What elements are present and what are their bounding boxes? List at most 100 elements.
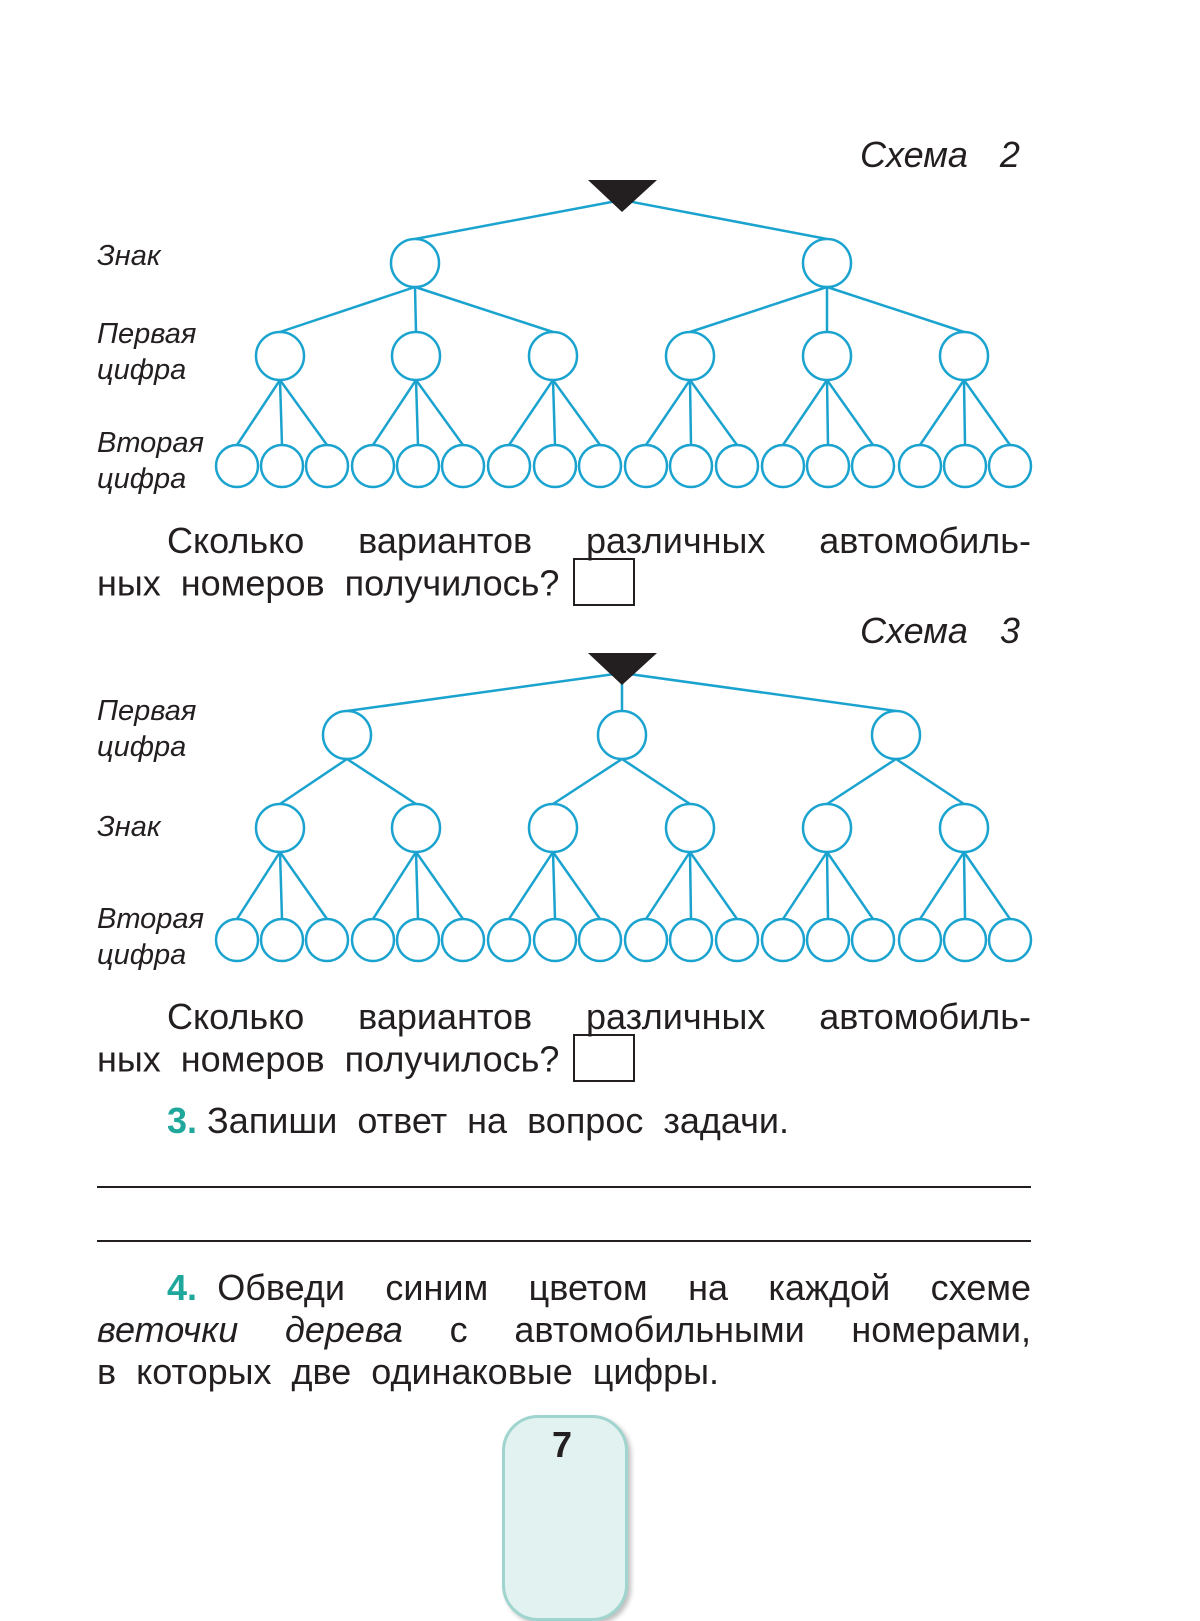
- branch-line: [278, 851, 284, 920]
- tree-node-leaf[interactable]: [942, 917, 988, 963]
- branch-line: [644, 379, 692, 446]
- tree-node-leaf[interactable]: [304, 917, 350, 963]
- branch-line: [235, 851, 282, 920]
- task-4-line-2: веточки дерева с автомобильными номерами…: [97, 1309, 1031, 1351]
- tree-node-leaf[interactable]: [577, 443, 623, 489]
- tree-node-leaf[interactable]: [486, 443, 532, 489]
- tree-node-leaf[interactable]: [623, 443, 669, 489]
- scheme-3-title: Схема 3: [860, 610, 1020, 651]
- tree-node-leaf[interactable]: [440, 917, 486, 963]
- tree-node-level-1[interactable]: [389, 237, 441, 289]
- tree-node-level-2[interactable]: [390, 802, 442, 854]
- tree-node-leaf[interactable]: [623, 917, 669, 963]
- branch-line: [895, 757, 965, 806]
- branch-line: [621, 198, 828, 241]
- branch-line: [962, 851, 967, 920]
- tree-node-leaf[interactable]: [942, 443, 988, 489]
- tree-node-leaf[interactable]: [897, 917, 943, 963]
- branch-line: [414, 379, 465, 446]
- branch-line: [414, 198, 623, 241]
- tree-node-leaf[interactable]: [987, 917, 1033, 963]
- tree-node-leaf[interactable]: [350, 917, 396, 963]
- branch-line: [551, 851, 557, 920]
- scheme-3-label-sign: Знак: [97, 811, 161, 843]
- tree-node-level-2[interactable]: [390, 330, 442, 382]
- tree-node-leaf[interactable]: [577, 917, 623, 963]
- tree-node-level-1[interactable]: [321, 709, 373, 761]
- tree-node-leaf[interactable]: [760, 443, 806, 489]
- tree-node-level-2[interactable]: [254, 330, 306, 382]
- tree-node-leaf[interactable]: [805, 443, 851, 489]
- branch-line: [621, 671, 897, 713]
- task-3-text: Запиши ответ на вопрос задачи.: [207, 1100, 789, 1141]
- root-triangle: [588, 180, 657, 212]
- branch-line: [825, 379, 875, 446]
- branch-line: [414, 851, 465, 920]
- tree-node-leaf[interactable]: [259, 917, 305, 963]
- scheme-3-answer-box[interactable]: [573, 1034, 636, 1082]
- tree-node-leaf[interactable]: [214, 917, 260, 963]
- branch-line: [371, 851, 418, 920]
- tree-node-leaf[interactable]: [805, 917, 851, 963]
- question-word: вариантов: [358, 520, 533, 561]
- question-word: автомобиль-: [819, 520, 1031, 561]
- tree-node-leaf[interactable]: [395, 443, 441, 489]
- tree-node-level-2[interactable]: [664, 330, 716, 382]
- answer-line-2[interactable]: [97, 1240, 1031, 1242]
- tree-node-leaf[interactable]: [760, 917, 806, 963]
- tree-node-leaf[interactable]: [714, 443, 760, 489]
- branch-line: [346, 757, 417, 806]
- question-word: автомобиль-: [819, 996, 1031, 1037]
- tree-node-leaf[interactable]: [532, 917, 578, 963]
- tree-node-level-2[interactable]: [801, 330, 853, 382]
- task-4-line-1-text: Обведи синим цветом на каждой схеме: [217, 1267, 1031, 1308]
- tree-node-leaf[interactable]: [440, 443, 486, 489]
- branch-line: [413, 286, 418, 333]
- branch-line: [278, 379, 329, 446]
- tree-node-leaf[interactable]: [668, 917, 714, 963]
- tree-node-leaf[interactable]: [897, 443, 943, 489]
- scheme-3-question-line-1: Сколько вариантов различных автомобиль-: [97, 996, 1031, 1038]
- scheme-2-question-line-1: Сколько вариантов различных автомобиль-: [97, 520, 1031, 562]
- tree-node-level-1[interactable]: [596, 709, 648, 761]
- branch-line: [825, 851, 875, 920]
- tree-node-leaf[interactable]: [304, 443, 350, 489]
- tree-node-level-2[interactable]: [938, 330, 990, 382]
- branch-line: [235, 379, 282, 446]
- tree-node-level-2[interactable]: [527, 802, 579, 854]
- tree-node-leaf[interactable]: [987, 443, 1033, 489]
- answer-line-1[interactable]: [97, 1186, 1031, 1188]
- scheme-3-question-line-2: ных номеров получилось?: [97, 1034, 1031, 1086]
- tree-node-level-2[interactable]: [527, 330, 579, 382]
- tree-node-level-2[interactable]: [664, 802, 716, 854]
- branch-line: [551, 379, 557, 446]
- tree-node-leaf[interactable]: [668, 443, 714, 489]
- tree-node-leaf[interactable]: [714, 917, 760, 963]
- tree-node-leaf[interactable]: [532, 443, 578, 489]
- branch-line: [689, 285, 828, 334]
- branch-line: [279, 285, 416, 334]
- question-text: ных номеров получилось?: [97, 562, 560, 604]
- tree-node-leaf[interactable]: [214, 443, 260, 489]
- branch-line: [918, 379, 966, 446]
- task-4-number: 4.: [167, 1267, 198, 1308]
- tree-node-leaf[interactable]: [395, 917, 441, 963]
- task-4-line-3: в которых две одинаковые цифры.: [97, 1351, 719, 1392]
- scheme-2-label-first-digit: Первая цифра: [97, 318, 197, 386]
- branch-line: [781, 379, 829, 446]
- tree-node-leaf[interactable]: [850, 917, 896, 963]
- tree-node-level-2[interactable]: [938, 802, 990, 854]
- tree-node-level-1[interactable]: [801, 237, 853, 289]
- tree-node-leaf[interactable]: [486, 917, 532, 963]
- tree-node-leaf[interactable]: [259, 443, 305, 489]
- tree-node-level-1[interactable]: [870, 709, 922, 761]
- tree-node-level-2[interactable]: [801, 802, 853, 854]
- branch-line: [825, 851, 830, 920]
- tree-node-leaf[interactable]: [850, 443, 896, 489]
- scheme-2-answer-box[interactable]: [573, 558, 636, 606]
- branch-line: [278, 379, 284, 446]
- tree-node-level-2[interactable]: [254, 802, 306, 854]
- branch-line: [279, 757, 348, 806]
- tree-node-leaf[interactable]: [350, 443, 396, 489]
- branch-line: [621, 757, 691, 806]
